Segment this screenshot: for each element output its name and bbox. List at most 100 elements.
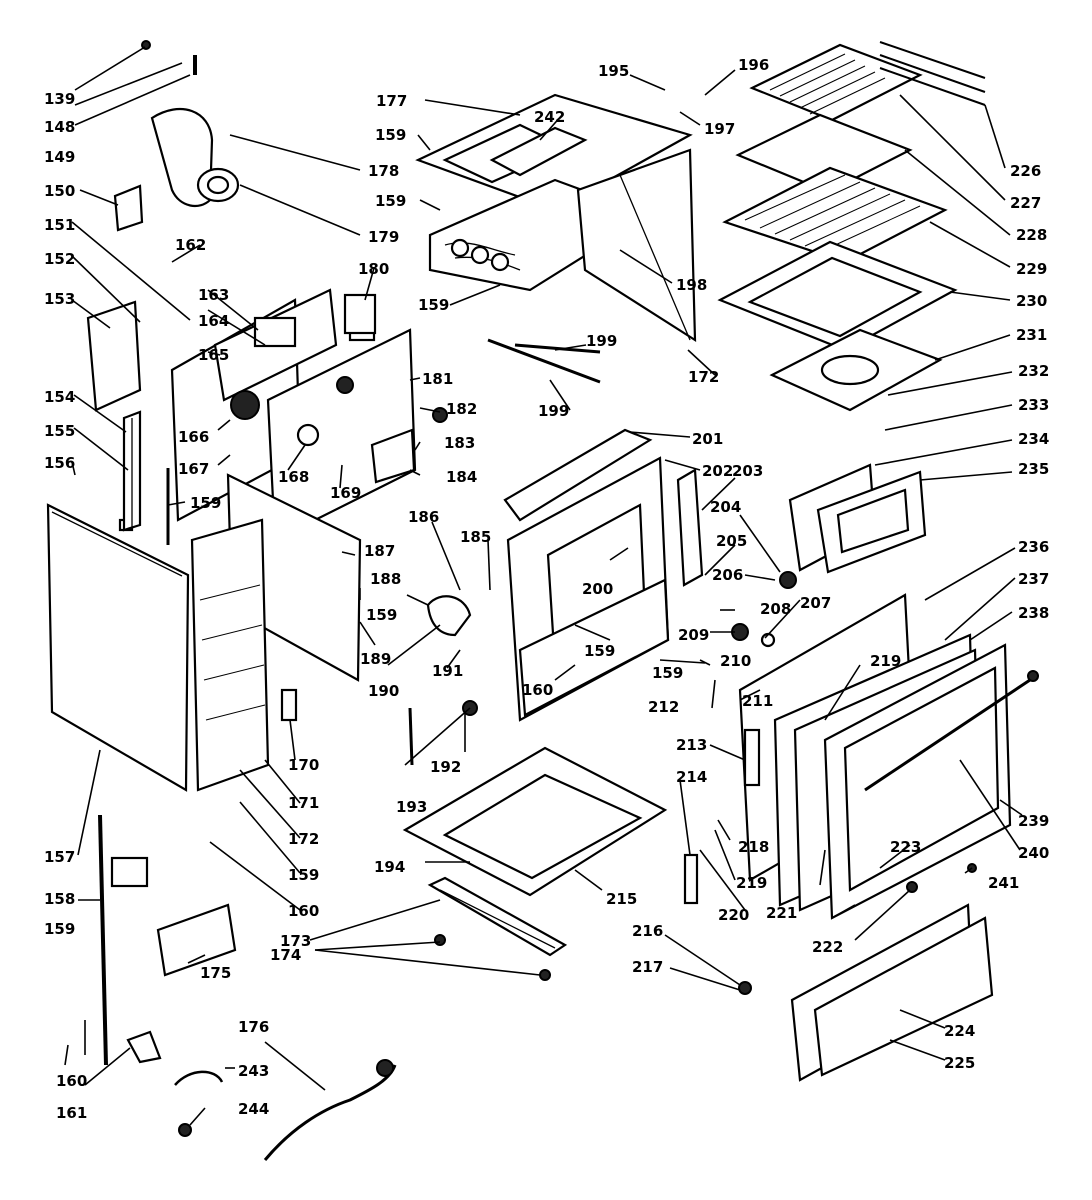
callout-label-203: 203 [732,462,763,480]
callout-label-189: 189 [360,650,391,668]
callout-label-161: 161 [56,1104,87,1122]
callout-label-218: 218 [738,838,769,856]
door-frame-201 [503,428,653,522]
callout-label-180: 180 [358,260,389,278]
bracket-178 [150,108,214,208]
bracket-150 [113,184,144,232]
callout-label-213: 213 [676,736,707,754]
callout-label-205: 205 [716,532,747,550]
callout-label-163: 163 [198,286,229,304]
callout-label-221: 221 [766,904,797,922]
callout-label-234: 234 [1018,430,1049,448]
callout-label-175: 175 [200,964,231,982]
callout-label-139: 139 [44,90,75,108]
leader-lines [64,46,1023,1126]
callout-label-165: 165 [198,346,229,364]
callout-label-216: 216 [632,922,663,940]
callout-label-197: 197 [704,120,735,138]
door-glass-240 [843,666,1000,892]
callout-label-193: 193 [396,798,427,816]
callout-label-227: 227 [1010,194,1041,212]
drawer-front-225 [813,916,994,1077]
parts-layer [46,40,1039,1161]
callout-label-201: 201 [692,430,723,448]
callout-label-226: 226 [1010,162,1041,180]
callout-label-149: 149 [44,148,75,166]
callout-label-243: 243 [238,1062,269,1080]
callout-label-237: 237 [1018,570,1049,588]
callout-label-231: 231 [1016,326,1047,344]
callout-label-172: 172 [288,830,319,848]
callout-label-215: 215 [606,890,637,908]
callout-label-159: 159 [190,494,221,512]
callout-label-181: 181 [422,370,453,388]
callout-label-164: 164 [198,312,229,330]
callout-label-210: 210 [720,652,751,670]
callout-label-158: 158 [44,890,75,908]
callout-label-177: 177 [376,92,407,110]
callout-label-217: 217 [632,958,663,976]
callout-label-156: 156 [44,454,75,472]
callout-label-183: 183 [444,434,475,452]
callout-label-174: 174 [270,946,301,964]
callout-label-230: 230 [1016,292,1047,310]
callout-label-159: 159 [418,296,449,314]
callout-label-207: 207 [800,594,831,612]
callout-label-179: 179 [368,228,399,246]
callout-label-200: 200 [582,580,613,598]
callout-label-169: 169 [330,484,361,502]
callout-label-219: 219 [870,652,901,670]
handle-175 [156,903,237,977]
callout-label-155: 155 [44,422,75,440]
power-cord-176 [263,1064,397,1161]
callout-label-159: 159 [375,126,406,144]
callout-labels: 1391481491501511521531541551561591571581… [44,56,1049,1122]
callout-label-206: 206 [712,566,743,584]
callout-label-202: 202 [702,462,733,480]
callout-label-171: 171 [288,794,319,812]
callout-label-157: 157 [44,848,75,866]
callout-label-168: 168 [278,468,309,486]
callout-label-159: 159 [584,642,615,660]
callout-label-176: 176 [238,1018,269,1036]
callout-label-235: 235 [1018,460,1049,478]
callout-label-191: 191 [432,662,463,680]
callout-label-241: 241 [988,874,1019,892]
callout-label-196: 196 [738,56,769,74]
callout-label-159: 159 [375,192,406,210]
callout-label-152: 152 [44,250,75,268]
callout-label-192: 192 [430,758,461,776]
callout-label-160: 160 [522,681,553,699]
callout-label-214: 214 [676,768,707,786]
callout-label-225: 225 [944,1054,975,1072]
callout-label-154: 154 [44,388,75,406]
callout-label-233: 233 [1018,396,1049,414]
panel-242 [489,126,588,177]
callout-label-148: 148 [44,118,75,136]
callout-label-223: 223 [890,838,921,856]
side-panel-157 [46,503,190,792]
callout-label-159: 159 [288,866,319,884]
callout-label-198: 198 [676,276,707,294]
pan-228 [735,113,913,194]
callout-label-239: 239 [1018,812,1049,830]
callout-label-199: 199 [538,402,569,420]
grid-229 [722,166,948,264]
callout-label-229: 229 [1016,260,1047,278]
callout-label-167: 167 [178,460,209,478]
callout-label-159: 159 [366,606,397,624]
callout-label-184: 184 [446,468,477,486]
callout-label-228: 228 [1016,226,1047,244]
callout-label-209: 209 [678,626,709,644]
callout-label-190: 190 [368,682,399,700]
callout-label-204: 204 [710,498,741,516]
callout-label-238: 238 [1018,604,1049,622]
callout-label-188: 188 [370,570,401,588]
callout-label-159: 159 [44,920,75,938]
callout-label-219: 219 [736,874,767,892]
callout-label-212: 212 [648,698,679,716]
strip-203 [676,468,704,587]
callout-label-172: 172 [688,368,719,386]
